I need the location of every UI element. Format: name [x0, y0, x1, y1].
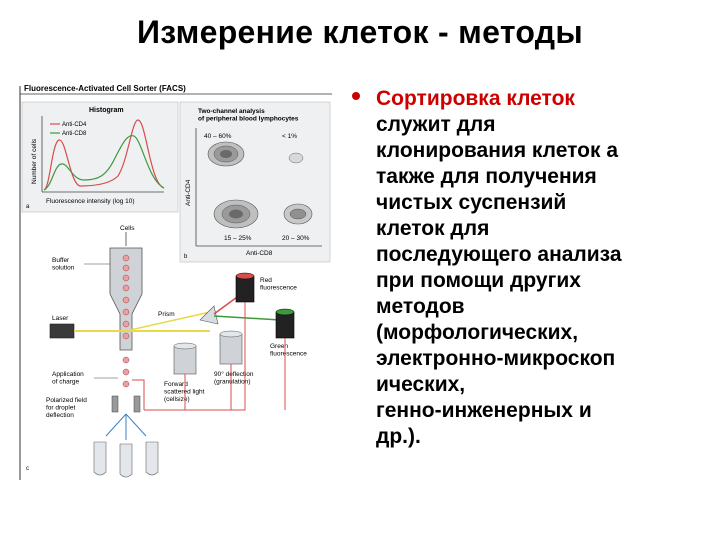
laser-source: [49, 323, 75, 339]
text-line: scattered light: [164, 389, 205, 396]
twochannel-ylabel: Anti-CD4: [185, 179, 192, 206]
q-br-label: 20 – 30%: [282, 235, 310, 242]
twochannel-xlabel: Anti-CD8: [246, 250, 273, 257]
facs-figure: Fluorescence-Activated Cell Sorter (FACS…: [14, 80, 332, 480]
bullet-body: служит для клонирования клеток а также д…: [376, 113, 622, 448]
cluster-tl: [207, 141, 245, 167]
bullet-item: Сортировка клеток служит для клонировани…: [352, 86, 712, 450]
deflection-label: 90° deflection(granulation): [214, 370, 254, 386]
q-tr-label: < 1%: [282, 133, 297, 140]
legend-cd4: Anti-CD4: [62, 122, 87, 128]
apparatus-panel-letter: c: [26, 466, 29, 472]
curve-cd8: [43, 135, 165, 191]
text-line: solution: [52, 265, 75, 272]
green-detector: [275, 308, 295, 339]
red-detector: [235, 272, 255, 303]
legend-cd8: Anti-CD8: [62, 131, 87, 137]
text-line: of charge: [52, 379, 79, 386]
text-line: fluorescence: [270, 351, 307, 358]
deflection-plate-left: [111, 395, 119, 413]
twochannel-panel-letter: b: [184, 254, 188, 260]
histogram-title: Histogram: [89, 107, 124, 114]
text-line: (granulation): [214, 379, 251, 386]
q-bl-label: 15 – 25%: [224, 235, 252, 242]
collection-tubes: [93, 441, 159, 478]
cluster-br: [283, 203, 313, 225]
droplet-stream: [122, 254, 130, 388]
histogram-ylabel: Number of cells: [31, 138, 38, 184]
text-line: (cellsize): [164, 396, 190, 403]
deflection-plate-right: [133, 395, 141, 413]
q-tl-label: 40 – 60%: [204, 133, 232, 140]
signal-wiring: [132, 302, 286, 411]
bullet-text: Сортировка клеток служит для клонировани…: [376, 86, 712, 450]
bullet-heading: Сортировка клеток: [376, 87, 575, 110]
slide-title: Измерение клеток - методы: [136, 14, 584, 50]
text-line: of peripheral blood lymphocytes: [198, 116, 299, 123]
forward-detector: [173, 342, 197, 375]
laser-label: Laser: [52, 315, 69, 322]
text-line: for droplet: [46, 405, 75, 412]
cluster-tr: [288, 152, 304, 164]
prism-label: Prism: [158, 311, 175, 318]
figure-header: Fluorescence-Activated Cell Sorter (FACS…: [24, 84, 186, 93]
text-line: fluorescence: [260, 285, 297, 292]
bullet-dot-icon: [352, 92, 360, 100]
deflection-detector: [219, 330, 243, 365]
prism: [199, 305, 219, 325]
histogram-xlabel: Fluorescence intensity (log 10): [46, 198, 135, 205]
text-line: deflection: [46, 412, 74, 419]
curve-cd4: [43, 119, 165, 191]
cells-label: Cells: [120, 225, 135, 232]
histogram-panel-letter: a: [26, 204, 30, 210]
cluster-bl: [213, 199, 259, 229]
histogram-panel: Histogram Number of cells Fluorescence i…: [21, 101, 179, 213]
sorted-droplets: [105, 413, 147, 440]
